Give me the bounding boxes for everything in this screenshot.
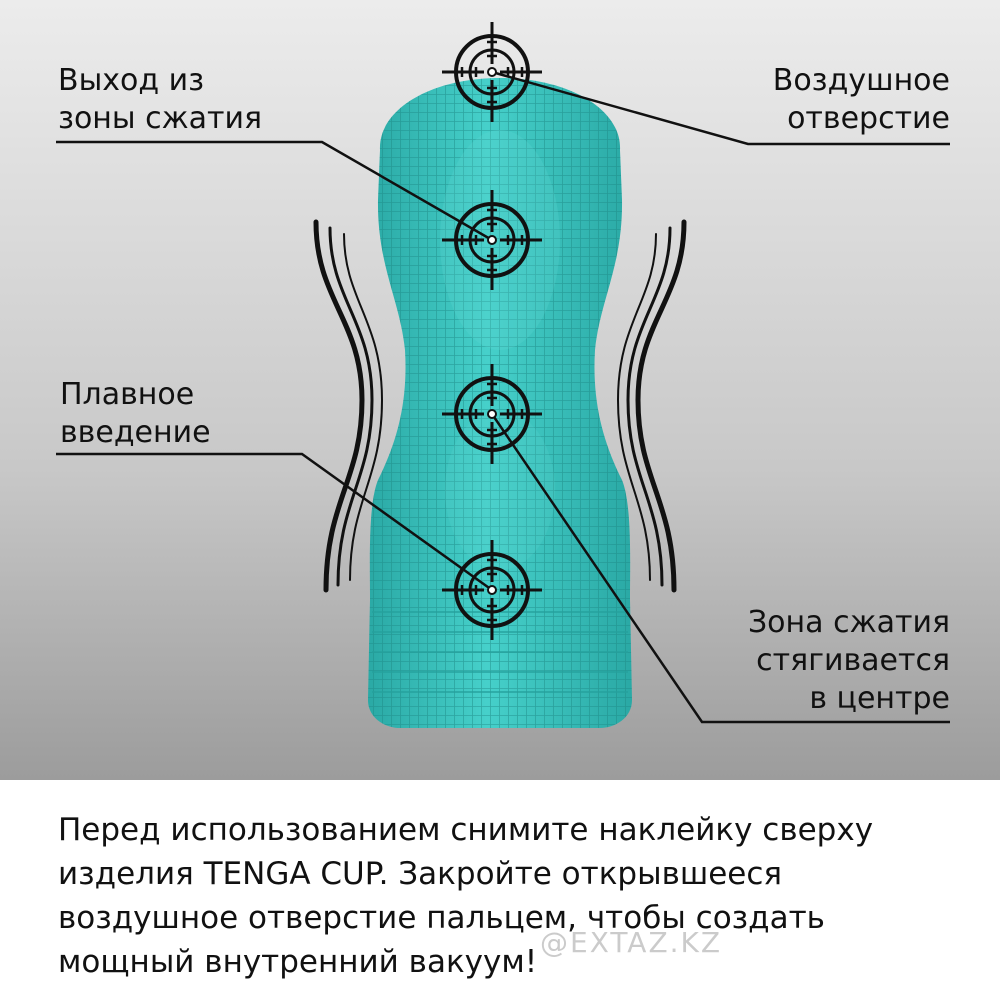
leader-lines [56,70,950,724]
leader-line-air-hole [491,70,950,146]
leader-line-compression-zone [490,413,950,724]
tenga-cup [368,78,632,728]
label-exit-zone: Выход из зоны сжатия [58,62,262,138]
product-illustration [0,0,1000,780]
caption-line-4: мощный внутренний вакуум! [58,944,538,980]
watermark: @EXTAZ.KZ [540,926,723,959]
leader-line-exit-zone [56,140,493,242]
leader-line-smooth-entry [56,452,493,592]
caption-line-1: Перед использованием снимите наклейку св… [58,812,874,848]
label-smooth-entry: Плавное введение [60,376,211,452]
label-exit-zone-line-1: Выход из [58,63,205,98]
label-compression-zone-line-2: стягивается [756,643,950,678]
label-compression-zone: Зона сжатия стягивается в центре [748,604,950,718]
pressure-lines-icon-left [313,219,384,593]
caption-line-2: изделия TENGA CUP. Закройте открывшееся [58,856,783,892]
crosshair-icon-top [442,22,542,122]
label-smooth-entry-line-2: введение [60,415,211,450]
label-compression-zone-line-1: Зона сжатия [747,605,950,640]
pressure-lines-icon-right [616,219,687,593]
caption-line-3: воздушное отверстие пальцем, чтобы созда… [58,900,825,936]
crosshair-icon-lower [442,540,542,640]
label-exit-zone-line-2: зоны сжатия [58,101,263,136]
label-air-hole: Воздушное отверстие [773,62,950,138]
label-compression-zone-line-3: в центре [809,681,950,716]
crosshair-icon-middle [442,364,542,464]
label-smooth-entry-line-1: Плавное [60,377,195,412]
instruction-caption: Перед использованием снимите наклейку св… [58,808,958,984]
label-air-hole-line-2: отверстие [787,101,950,136]
crosshair-icon-upper [442,190,542,290]
label-air-hole-line-1: Воздушное [772,63,950,98]
